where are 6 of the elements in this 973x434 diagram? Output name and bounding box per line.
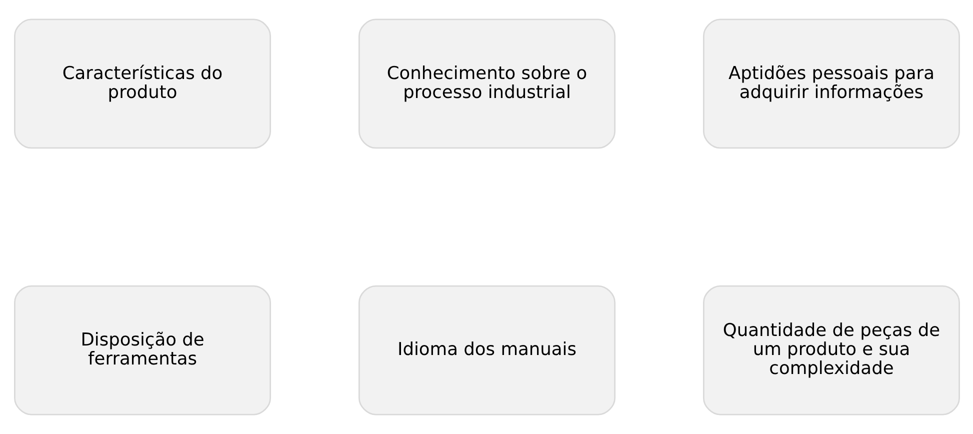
node-box: Disposição de ferramentas — [14, 285, 271, 416]
node-box: Quantidade de peças de um produto e sua complexidade — [702, 285, 960, 416]
node-box: Características do produto — [14, 18, 271, 149]
node-box: Idioma dos manuais — [358, 285, 615, 416]
node-box: Conhecimento sobre o processo industrial — [358, 18, 615, 149]
node-box: Aptidões pessoais para adquirir informações — [702, 18, 960, 149]
